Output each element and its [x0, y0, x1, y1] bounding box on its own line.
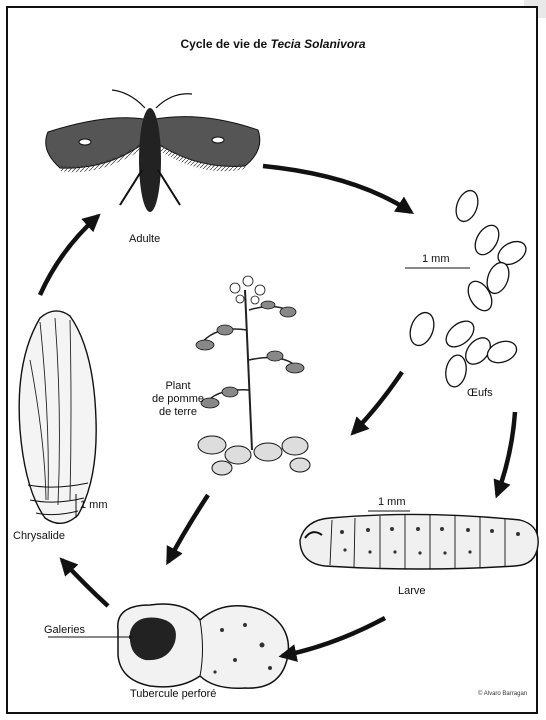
diagram-title: Cycle de vie de Tecia Solanivora	[0, 38, 546, 51]
arrow-tuber-to-pupa	[62, 560, 108, 606]
label-galleries: Galeries	[44, 624, 85, 637]
eggs-illustration	[406, 188, 530, 389]
arrow-larva-to-tuber	[282, 618, 385, 656]
larva-illustration	[300, 514, 538, 569]
scale-label-eggs: 1 mm	[422, 253, 450, 266]
label-tuber: Tubercule perforé	[130, 688, 216, 701]
label-plant: Plant de pomme de terre	[138, 380, 218, 419]
title-prefix: Cycle de vie de	[181, 37, 268, 51]
arrow-plant-to-tuber	[168, 495, 208, 562]
title-species: Tecia Solanivora	[271, 37, 366, 51]
label-larva: Larve	[398, 585, 426, 598]
arrow-eggs-to-plant	[353, 372, 402, 433]
pupa-illustration	[19, 311, 96, 523]
label-adult: Adulte	[129, 233, 160, 246]
perforated-tuber-illustration	[118, 604, 289, 688]
label-plant-line1: Plant	[138, 380, 218, 393]
label-plant-line2: de pomme	[138, 393, 218, 406]
arrow-adult-to-eggs	[263, 166, 411, 212]
adult-moth-illustration	[46, 90, 260, 212]
image-credit: © Alvaro Barragan	[478, 688, 527, 701]
label-plant-line3: de terre	[138, 406, 218, 419]
scale-label-pupa: 1 mm	[80, 499, 108, 512]
label-pupa: Chrysalide	[13, 530, 65, 543]
potato-plant-illustration	[196, 276, 310, 475]
arrow-pupa-to-adult	[40, 216, 98, 295]
arrow-eggs-to-larva	[497, 412, 515, 495]
scale-label-larva: 1 mm	[378, 496, 406, 509]
label-eggs: Œufs	[467, 387, 493, 400]
